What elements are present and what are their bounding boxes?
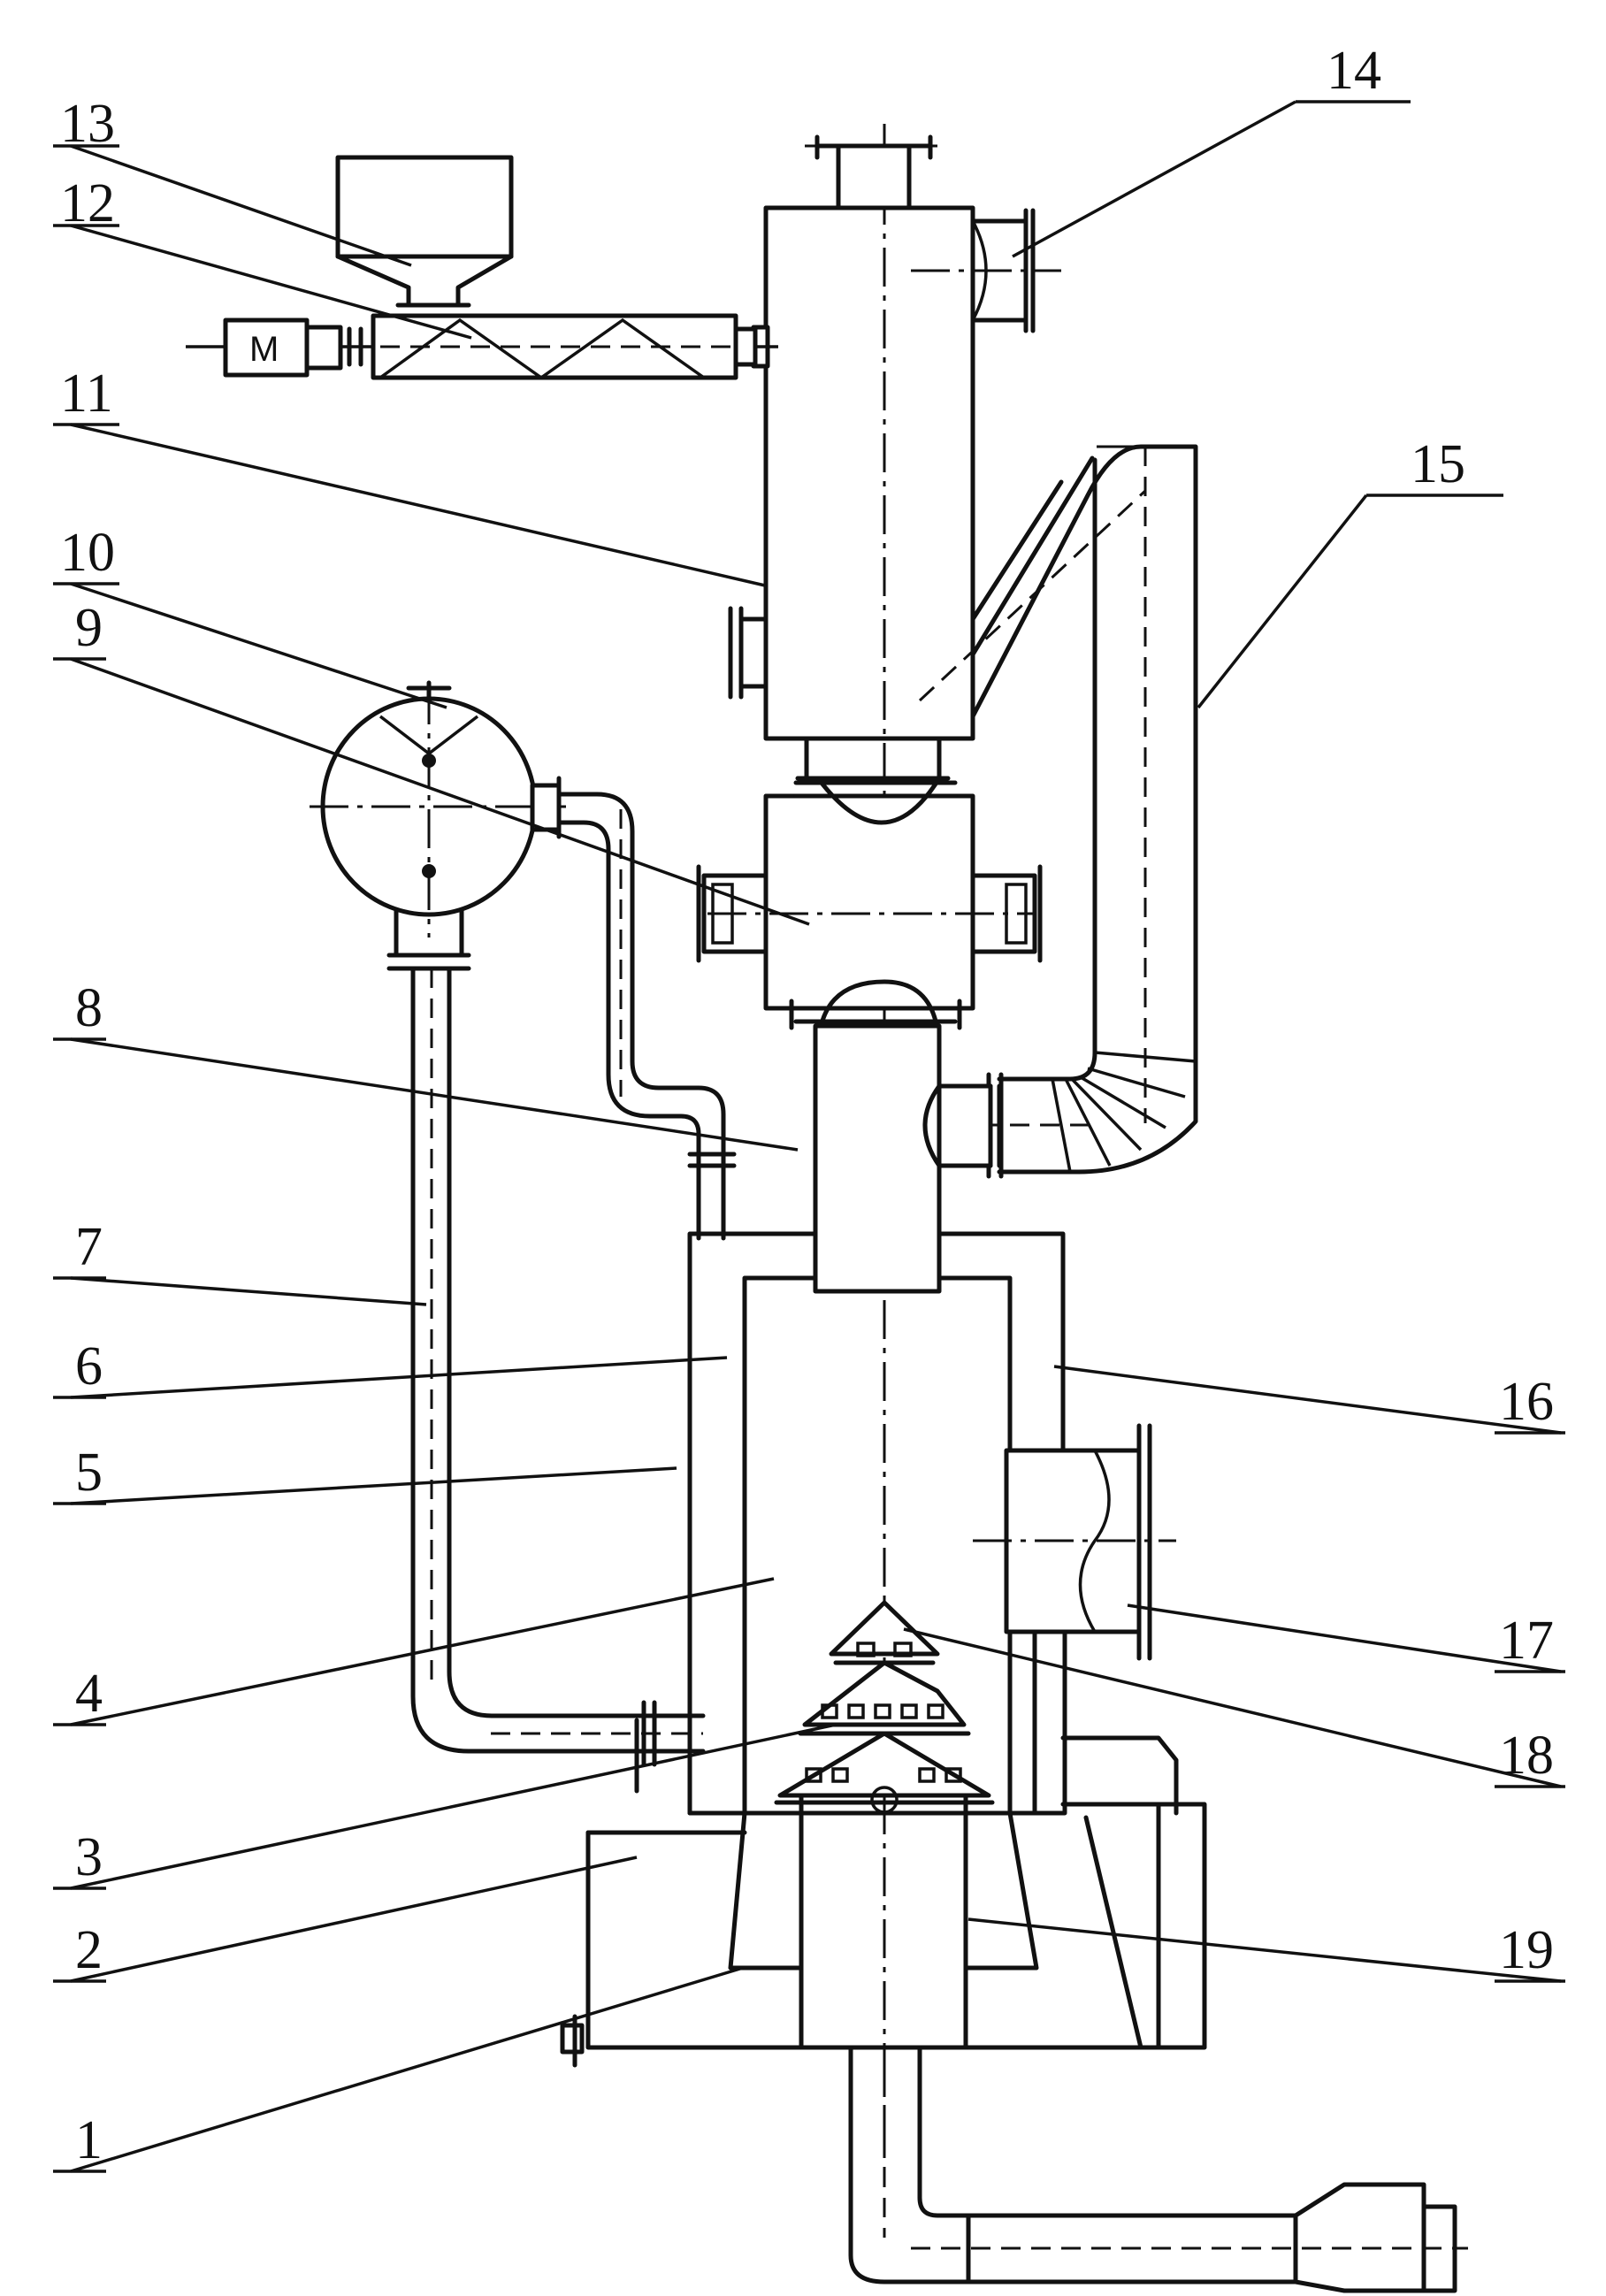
callout-9: 9 [75,598,103,658]
callout-16: 16 [1499,1372,1554,1432]
leader-lines [53,100,1565,2173]
callout-18: 18 [1499,1726,1554,1786]
callout-3: 3 [75,1827,103,1887]
base-box [560,1735,1207,2068]
callout-5: 5 [75,1443,103,1503]
outer-shell [687,1231,1066,1816]
callout-19: 19 [1499,1920,1554,1980]
steam-drum [310,680,566,938]
callout-11: 11 [60,364,113,424]
return-pipe [918,444,1198,1179]
callout-14: 14 [1327,41,1381,101]
outlet-nozzle-17 [973,1423,1176,1816]
callout-labels: 1 2 3 4 5 6 7 8 9 10 11 12 13 14 15 16 1… [60,41,1554,2170]
callout-4: 4 [75,1664,103,1724]
upper-separator-column [728,134,1061,781]
drum-riser-pipe [556,792,737,1241]
downcomer-pipe [386,908,706,1794]
callout-2: 2 [75,1920,103,1980]
callout-13: 13 [60,94,115,154]
callout-10: 10 [60,523,115,583]
distributor-cones [774,1600,995,1814]
callout-17: 17 [1499,1611,1554,1671]
inner-chamber [742,1275,1013,1816]
callout-8: 8 [75,978,103,1038]
bottom-inlet-pipe [848,2045,1468,2293]
callout-6: 6 [75,1336,103,1397]
callout-7: 7 [75,1217,103,1277]
callout-12: 12 [60,173,115,233]
callout-1: 1 [75,2110,103,2170]
feed-hopper [335,155,514,308]
riser-tube [813,1023,993,1294]
motor-label: M [249,330,279,369]
cross-chamber [696,776,1043,1055]
callout-15: 15 [1411,434,1465,494]
drive-motor: M [223,318,343,378]
